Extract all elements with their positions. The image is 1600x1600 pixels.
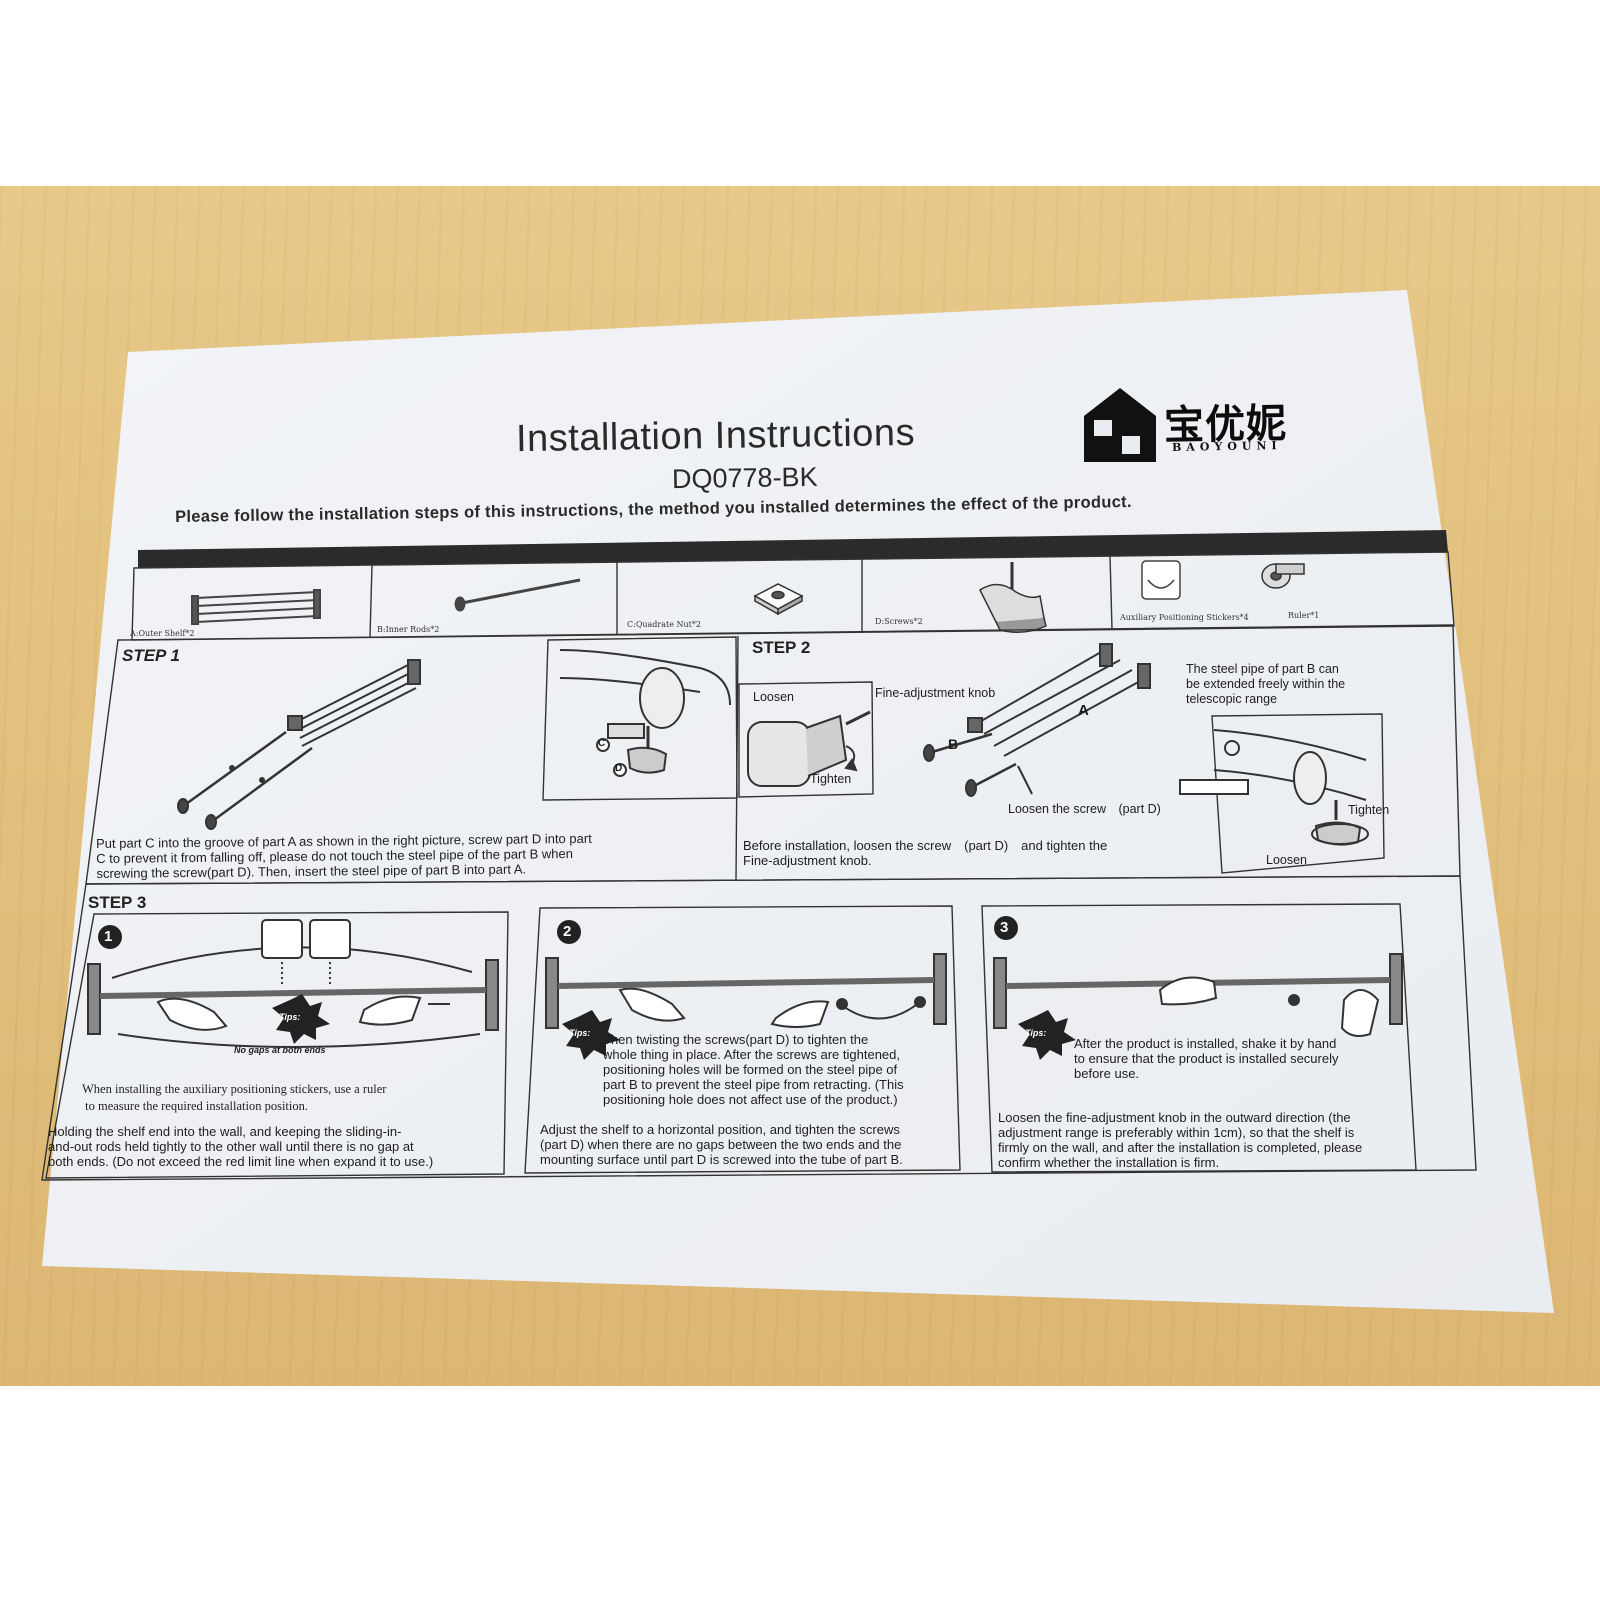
panel1-tip-line: to measure the required installation pos…: [82, 1099, 308, 1113]
outer-shelf-icon: [191, 589, 321, 625]
step3-number-1: 1: [104, 928, 113, 945]
panel2-tip-line: positioning hole does not affect use of …: [603, 1092, 898, 1107]
document-title: Installation Instructions: [515, 411, 916, 461]
panel1-gap-note: No gaps at both ends: [234, 1045, 326, 1055]
part-label-b: B:Inner Rods*2: [377, 625, 440, 634]
panel2-tip-line: positioning holes will be formed on the …: [603, 1062, 898, 1077]
step2-loosen-label: Loosen: [753, 690, 795, 704]
panel3-illustration: [993, 953, 1403, 1037]
tips-label-2: Tips:: [569, 1028, 591, 1038]
panel2-tip-line: Then twisting the screws(part D) to tigh…: [603, 1032, 869, 1047]
panel1-tip: When installing the auxiliary positionin…: [82, 1081, 512, 1115]
positioning-sticker-icon: [1141, 560, 1181, 600]
screw-icon: [979, 562, 1047, 633]
part-label-c: C:Quadrate Nut*2: [627, 620, 701, 629]
step2-tighten-label: Tighten: [810, 772, 852, 786]
model-number: DQ0778-BK: [671, 461, 818, 495]
panel3-text-line: Loosen the fine-adjustment knob in the o…: [998, 1110, 1351, 1125]
part-label-d: D:Screws*2: [875, 617, 923, 626]
panel2-illustration: [545, 953, 947, 1029]
panel1-text-line: both ends. (Do not exceed the red limit …: [48, 1154, 434, 1169]
step3-heading: STEP 3: [88, 893, 147, 912]
baoyouni-logo-mark: [1084, 388, 1156, 462]
step3-number-2-badge: [557, 920, 581, 944]
part-label-stickers: Auxiliary Positioning Stickers*4: [1120, 613, 1249, 622]
step1-heading: STEP 1: [122, 646, 180, 665]
panel2-text-line: mounting surface until part D is screwed…: [540, 1152, 903, 1167]
step2-part-a-label: A: [1078, 702, 1089, 719]
panel1-illustration: [87, 919, 499, 1048]
panel1-text: Holding the shelf end into the wall, and…: [48, 1124, 508, 1169]
step1-illustration: [177, 659, 421, 830]
panel3-text-line: confirm whether the installation is firm…: [998, 1155, 1220, 1170]
step3-number-3: 3: [1000, 919, 1009, 936]
tips-label-1: Tips:: [279, 1012, 301, 1022]
step1-text: Put part C into the groove of part A as …: [96, 829, 736, 881]
panel2-tip-line: part B to prevent the steel pipe from re…: [603, 1077, 904, 1092]
panel3-text-line: adjustment range is preferably within 1c…: [998, 1125, 1355, 1140]
step2-text-line: Before installation, loosen the screw (p…: [743, 838, 1108, 853]
step2-text-line: Fine-adjustment knob.: [743, 853, 872, 868]
brand-english: BAOYOUNI: [1171, 439, 1282, 454]
panel2-text-line: (part D) when there are no gaps between …: [540, 1137, 902, 1152]
step2-text: Before installation, loosen the screw (p…: [743, 838, 1223, 868]
pipe-note-line: telescopic range: [1186, 692, 1278, 706]
parts-table: [131, 551, 1455, 641]
fine-adjustment-knob-illustration: [747, 710, 871, 787]
panel1-tip-line: When installing the auxiliary positionin…: [82, 1082, 387, 1096]
panel3-tip: After the product is installed, shake it…: [1074, 1036, 1414, 1081]
step2-fine-knob-label: Fine-adjustment knob: [875, 686, 996, 700]
panel2-tip: Then twisting the screws(part D) to tigh…: [603, 1032, 963, 1107]
panel3-tip-line: before use.: [1074, 1066, 1140, 1081]
panel1-text-line: Holding the shelf end into the wall, and…: [48, 1124, 402, 1139]
step1-callout-c: C: [598, 738, 606, 749]
panel2-text-line: Adjust the shelf to a horizontal positio…: [540, 1122, 900, 1137]
part-label-ruler: Ruler*1: [1288, 611, 1320, 620]
tips-label-3: Tips:: [1025, 1028, 1047, 1038]
tips-burst-2: [562, 1010, 620, 1060]
step3-frame: [41, 875, 1477, 1181]
panel3-text: Loosen the fine-adjustment knob in the o…: [998, 1110, 1438, 1170]
pipe-note-line: be extended freely within the: [1186, 677, 1346, 691]
quadrate-nut-icon: [753, 583, 804, 616]
tips-burst-1: [272, 994, 330, 1044]
panel2-tip-line: whole thing in place. After the screws a…: [603, 1047, 901, 1062]
step3-number-1-badge: [98, 925, 122, 949]
panel2-text: Adjust the shelf to a horizontal positio…: [540, 1122, 970, 1167]
pipe-note-line: The steel pipe of part B can: [1186, 662, 1339, 676]
step2-part-b-label: B: [948, 736, 959, 752]
step1-callout-d: D: [615, 763, 623, 774]
inner-rod-icon: [454, 578, 581, 612]
header-bar: [138, 530, 1448, 568]
step2-heading: STEP 2: [752, 638, 811, 657]
part-label-a: A:Outer Shelf*2: [130, 629, 195, 638]
step2-detail-loosen: Loosen: [1266, 853, 1308, 867]
step1-detail-illustration: [559, 649, 731, 777]
panel1-text-line: and-out rods held tightly to the other w…: [48, 1139, 414, 1154]
step2-detail-tighten: Tighten: [1348, 803, 1390, 817]
ruler-icon: [1261, 563, 1305, 589]
step2-loosen-screw-label: Loosen the screw (part D): [1008, 802, 1161, 816]
panel3-text-line: firmly on the wall, and after the instal…: [998, 1140, 1363, 1155]
step2-pipe-note: The steel pipe of part B can be extended…: [1186, 662, 1345, 707]
step2-shelf-illustration: [923, 643, 1151, 797]
panel3-tip-line: After the product is installed, shake it…: [1074, 1036, 1337, 1051]
step3-number-3-badge: [994, 916, 1018, 940]
panel3-tip-line: to ensure that the product is installed …: [1074, 1051, 1339, 1066]
step3-number-2: 2: [563, 923, 572, 940]
tips-burst-3: [1018, 1010, 1076, 1060]
step2-detail-illustration: [1179, 729, 1369, 846]
